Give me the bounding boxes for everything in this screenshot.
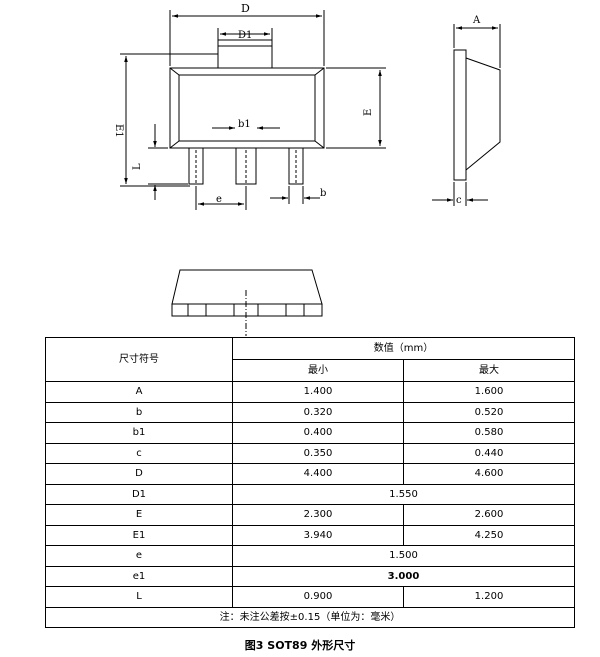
row-min: 0.900 <box>232 586 404 608</box>
table-row: E 2.300 2.600 <box>45 504 575 526</box>
row-value: 1.500 <box>232 545 575 567</box>
label-E: E <box>363 109 374 116</box>
row-value: 1.550 <box>232 483 575 505</box>
dimension-table: 尺寸符号 数值（mm） 最小 最大 A 1.400 1.600 b 0.320 … <box>45 337 575 628</box>
figure-caption: 图3 SOT89 外形尺寸 <box>244 639 356 652</box>
table-row: E1 3.940 4.250 <box>45 524 575 546</box>
table-row: D 4.400 4.600 <box>45 463 575 485</box>
row-symbol: c <box>45 442 233 464</box>
side-view-body <box>453 49 467 181</box>
top-view-body-outer <box>169 67 325 149</box>
label-D1: D1 <box>238 30 252 41</box>
top-view-tab <box>217 39 273 68</box>
row-min: 0.320 <box>232 401 404 423</box>
row-max: 0.520 <box>403 401 575 423</box>
row-max: 2.600 <box>403 504 575 526</box>
row-symbol: e1 <box>45 565 233 587</box>
lead-left <box>188 147 204 185</box>
row-symbol: D <box>45 463 233 485</box>
package-outline-drawing: D D1 A E E1 b1 L e b c <box>113 2 501 336</box>
row-max: 0.440 <box>403 442 575 464</box>
table-row: e1 3.000 <box>45 565 575 587</box>
label-E1: E1 <box>113 124 124 138</box>
row-symbol: E <box>45 504 233 526</box>
table-note-row: 注：未注公差按±0.15（单位为：毫米） <box>45 606 575 628</box>
row-max: 4.600 <box>403 463 575 485</box>
table-row: A 1.400 1.600 <box>45 381 575 403</box>
label-b1: b1 <box>238 119 251 130</box>
label-c: c <box>456 195 462 206</box>
label-L: L <box>132 163 143 170</box>
header-max: 最大 <box>403 359 575 382</box>
label-e: e <box>216 194 222 205</box>
front-view-body <box>171 269 323 305</box>
row-min: 0.350 <box>232 442 404 464</box>
row-symbol: E1 <box>45 524 233 546</box>
row-max: 0.580 <box>403 422 575 444</box>
label-A: A <box>472 15 481 26</box>
table-row: D1 1.550 <box>45 483 575 505</box>
table-row: e 1.500 <box>45 545 575 567</box>
row-min: 3.940 <box>232 524 404 546</box>
top-view-body-inner <box>178 74 316 142</box>
row-symbol: b1 <box>45 422 233 444</box>
header-value: 数值（mm） <box>232 337 575 360</box>
row-symbol: b <box>45 401 233 423</box>
table-row: L 0.900 1.200 <box>45 586 575 608</box>
table-row: b 0.320 0.520 <box>45 401 575 423</box>
label-D: D <box>241 2 250 15</box>
row-min: 2.300 <box>232 504 404 526</box>
row-max: 1.200 <box>403 586 575 608</box>
table-row: c 0.350 0.440 <box>45 442 575 464</box>
row-symbol: A <box>45 381 233 403</box>
row-symbol: L <box>45 586 233 608</box>
row-min: 4.400 <box>232 463 404 485</box>
header-min: 最小 <box>232 359 404 382</box>
row-min: 0.400 <box>232 422 404 444</box>
row-max: 4.250 <box>403 524 575 546</box>
lead-right <box>288 147 304 185</box>
row-max: 1.600 <box>403 381 575 403</box>
label-b: b <box>320 188 326 199</box>
lead-middle <box>235 147 257 185</box>
row-min: 1.400 <box>232 381 404 403</box>
header-symbol: 尺寸符号 <box>45 337 233 382</box>
row-value: 3.000 <box>232 565 575 587</box>
table-row: b1 0.400 0.580 <box>45 422 575 444</box>
row-symbol: D1 <box>45 483 233 505</box>
tolerance-note: 注：未注公差按±0.15（单位为：毫米） <box>45 606 575 628</box>
row-symbol: e <box>45 545 233 567</box>
